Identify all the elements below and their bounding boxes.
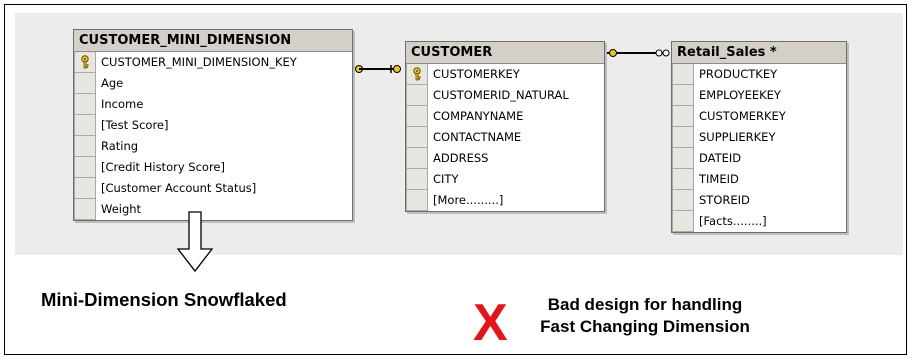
down-arrow-icon (176, 211, 214, 273)
table-customer-mini-dimension[interactable]: CUSTOMER_MINI_DIMENSION CUSTOMER_MINI_DI… (73, 29, 353, 221)
bad-design-caption: Bad design for handling Fast Changing Di… (515, 294, 775, 338)
bad-design-line-1: Bad design for handling (547, 295, 743, 314)
row-selector[interactable] (74, 136, 96, 157)
table-row[interactable]: CITY (406, 169, 604, 190)
table-customer[interactable]: CUSTOMER CUSTOMERKEY CUSTOMERID_NATURAL CO… (405, 41, 605, 212)
row-selector[interactable] (672, 190, 694, 211)
column-name: TIMEID (699, 172, 739, 186)
row-selector[interactable] (672, 64, 694, 85)
row-selector[interactable] (672, 85, 694, 106)
primary-key-icon (412, 67, 422, 81)
row-selector[interactable] (406, 190, 428, 211)
column-name: CONTACTNAME (433, 130, 522, 144)
row-selector[interactable] (406, 127, 428, 148)
row-selector[interactable] (406, 64, 428, 85)
column-list: CUSTOMERKEY CUSTOMERID_NATURAL COMPANYNAME… (406, 64, 604, 211)
column-name: CUSTOMERKEY (699, 109, 786, 123)
table-row[interactable]: ADDRESS (406, 148, 604, 169)
row-selector[interactable] (74, 199, 96, 220)
figure-frame: CUSTOMER_MINI_DIMENSION CUSTOMER_MINI_DI… (4, 4, 907, 355)
table-row[interactable]: [Facts........] (672, 211, 846, 232)
row-selector[interactable] (406, 148, 428, 169)
table-retail-sales[interactable]: Retail_Sales * PRODUCTKEY EMPLOYEEKEY CUST… (671, 41, 847, 233)
row-selector[interactable] (672, 127, 694, 148)
column-name: Income (101, 97, 144, 111)
table-row[interactable]: PRODUCTKEY (672, 64, 846, 85)
row-selector[interactable] (74, 52, 96, 73)
column-name: [Customer Account Status] (101, 181, 257, 195)
column-name: CUSTOMER_MINI_DIMENSION_KEY (101, 55, 297, 69)
table-row[interactable]: COMPANYNAME (406, 106, 604, 127)
table-title[interactable]: Retail_Sales * (672, 42, 846, 64)
column-name: ADDRESS (433, 151, 489, 165)
row-selector[interactable] (74, 115, 96, 136)
table-row[interactable]: [Test Score] (74, 115, 352, 136)
column-name: [Facts........] (699, 214, 767, 228)
table-row[interactable]: CUSTOMER_MINI_DIMENSION_KEY (74, 52, 352, 73)
row-selector[interactable] (406, 106, 428, 127)
table-row[interactable]: STOREID (672, 190, 846, 211)
table-row[interactable]: CONTACTNAME (406, 127, 604, 148)
table-row[interactable]: Age (74, 73, 352, 94)
column-name: EMPLOYEEKEY (699, 88, 781, 102)
bad-design-line-2: Fast Changing Dimension (540, 317, 750, 336)
row-selector[interactable] (74, 73, 96, 94)
column-name: CUSTOMERKEY (433, 67, 520, 81)
column-name: Age (101, 76, 124, 90)
primary-key-icon (80, 55, 90, 69)
column-name: Rating (101, 139, 139, 153)
column-list: PRODUCTKEY EMPLOYEEKEY CUSTOMERKEY SUPPLIER… (672, 64, 846, 232)
table-row[interactable]: SUPPLIERKEY (672, 127, 846, 148)
diagram-canvas: CUSTOMER_MINI_DIMENSION CUSTOMER_MINI_DI… (15, 13, 903, 255)
row-selector[interactable] (406, 169, 428, 190)
table-row[interactable]: Rating (74, 136, 352, 157)
row-selector[interactable] (672, 148, 694, 169)
table-row[interactable]: EMPLOYEEKEY (672, 85, 846, 106)
table-row[interactable]: CUSTOMERID_NATURAL (406, 85, 604, 106)
column-name: CITY (433, 172, 459, 186)
relationship-customer-to-sales[interactable] (603, 45, 673, 61)
column-name: COMPANYNAME (433, 109, 524, 123)
row-selector[interactable] (672, 211, 694, 232)
table-row[interactable]: TIMEID (672, 169, 846, 190)
column-name: [More.........] (433, 193, 504, 207)
row-selector[interactable] (672, 169, 694, 190)
column-name: CUSTOMERID_NATURAL (433, 88, 569, 102)
column-name: STOREID (699, 193, 750, 207)
column-name: [Credit History Score] (101, 160, 225, 174)
table-title[interactable]: CUSTOMER_MINI_DIMENSION (74, 30, 352, 52)
mini-dimension-label: Mini-Dimension Snowflaked (41, 289, 287, 310)
column-name: SUPPLIERKEY (699, 130, 776, 144)
table-row[interactable]: Income (74, 94, 352, 115)
table-row[interactable]: CUSTOMERKEY (406, 64, 604, 85)
column-name: [Test Score] (101, 118, 169, 132)
relationship-mini-to-customer[interactable] (351, 59, 407, 79)
table-row[interactable]: CUSTOMERKEY (672, 106, 846, 127)
column-name: DATEID (699, 151, 742, 165)
column-name: PRODUCTKEY (699, 67, 778, 81)
table-title[interactable]: CUSTOMER (406, 42, 604, 64)
row-selector[interactable] (74, 178, 96, 199)
row-selector[interactable] (74, 94, 96, 115)
table-row[interactable]: Weight (74, 199, 352, 220)
row-selector[interactable] (406, 85, 428, 106)
table-row[interactable]: [More.........] (406, 190, 604, 211)
column-name: Weight (101, 202, 142, 216)
row-selector[interactable] (672, 106, 694, 127)
red-x-icon: X (473, 294, 508, 352)
table-row[interactable]: DATEID (672, 148, 846, 169)
row-selector[interactable] (74, 157, 96, 178)
table-row[interactable]: [Customer Account Status] (74, 178, 352, 199)
table-row[interactable]: [Credit History Score] (74, 157, 352, 178)
